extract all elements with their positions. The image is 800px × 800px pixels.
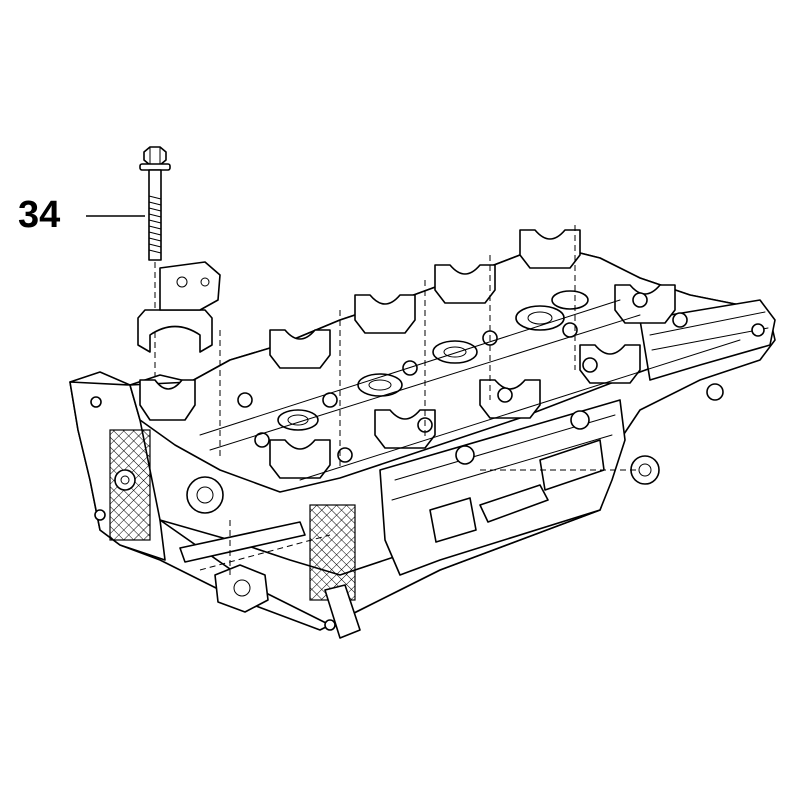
cylinder-head-icon <box>69 225 776 639</box>
bolt-icon <box>139 146 171 390</box>
callout-number-label: 34 <box>18 194 61 236</box>
